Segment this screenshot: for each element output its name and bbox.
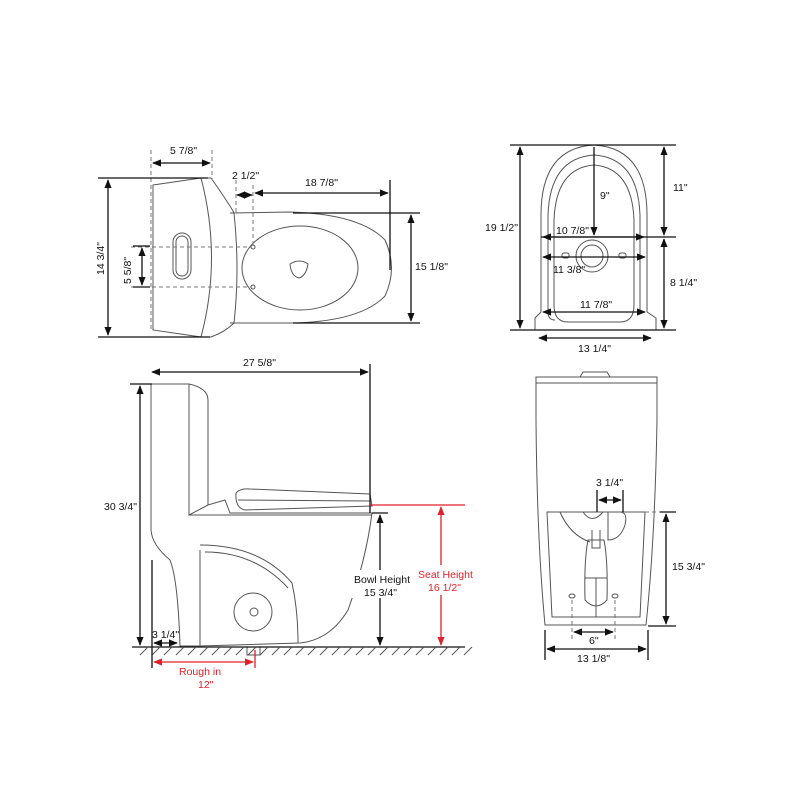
- label-rough-in-title: Rough in: [179, 666, 221, 678]
- hatch-mark: [355, 646, 365, 656]
- label-outlet-width: 3 1/4": [596, 477, 623, 489]
- hatch-mark: [463, 646, 473, 656]
- tank-outline: [152, 177, 238, 338]
- hatch-mark: [451, 646, 461, 656]
- floor-hatch: [139, 646, 473, 656]
- hatch-mark: [175, 646, 185, 656]
- label-tank-depth: 5 7/8": [170, 145, 197, 157]
- hatch-mark: [139, 646, 149, 656]
- bowl-top-view: 19 1/2" 9" 11" 8 1/4" 10 7/8" 11 3/8" 11…: [485, 144, 697, 355]
- label-rim-to-center: 9": [600, 190, 610, 202]
- hatch-mark: [295, 646, 305, 656]
- hatch-mark: [439, 646, 449, 656]
- label-bowl-height: 15 3/4": [364, 587, 397, 599]
- label-seat-height: 16 1/2": [428, 582, 461, 594]
- label-width-c: 11 7/8": [580, 299, 612, 311]
- hatch-mark: [151, 646, 161, 656]
- hatch-mark: [259, 646, 269, 656]
- label-rough-in: 12": [198, 679, 214, 691]
- hatch-mark: [283, 646, 293, 656]
- hatch-mark: [223, 646, 233, 656]
- label-base-height: 15 3/4": [672, 561, 705, 573]
- hatch-mark: [271, 646, 281, 656]
- label-seat-height-title: Seat Height: [418, 569, 473, 581]
- hatch-mark: [187, 646, 197, 656]
- hatch-mark: [319, 646, 329, 656]
- label-bowl-width: 15 1/8": [415, 261, 448, 273]
- flush-button-icon: [172, 232, 192, 280]
- hatch-mark: [211, 646, 221, 656]
- hatch-mark: [391, 646, 401, 656]
- front-outline: [535, 376, 658, 626]
- bowl-outline: [229, 211, 392, 324]
- label-overall-length: 27 5/8": [243, 357, 276, 369]
- label-wall-gap: 3 1/4": [152, 629, 179, 641]
- top-view: 5 7/8" 14 3/4" 5 5/8" 2 1/2" 18 7/8" 15 …: [95, 145, 448, 338]
- label-rear-section: 8 1/4": [670, 277, 697, 289]
- hatch-mark: [427, 646, 437, 656]
- hatch-mark: [331, 646, 341, 656]
- side-outline: [150, 383, 373, 647]
- hatch-mark: [343, 646, 353, 656]
- label-width-a: 10 7/8": [556, 225, 589, 237]
- label-overall-height-text: 30 3/4": [104, 501, 137, 513]
- front-view: 3 1/4" 15 3/4" 6" 13 1/8": [535, 371, 705, 665]
- label-overall-length: 19 1/2": [485, 222, 518, 234]
- hatch-mark: [199, 646, 209, 656]
- hatch-mark: [367, 646, 377, 656]
- hatch-mark: [163, 646, 173, 656]
- side-view: 27 5/8" 30 3/4" 3 1/4" Bowl Height 15 3/…: [104, 357, 473, 691]
- hatch-mark: [307, 646, 317, 656]
- label-bolt-spacing: 6": [589, 635, 599, 647]
- hatch-mark: [235, 646, 245, 656]
- label-bolt-to-front: 18 7/8": [305, 177, 338, 189]
- label-front-section: 11": [673, 182, 688, 194]
- hatch-mark: [379, 646, 389, 656]
- label-wall-to-bolt: 2 1/2": [232, 170, 259, 182]
- hatch-mark: [403, 646, 413, 656]
- hatch-mark: [247, 646, 257, 656]
- label-bolt-spacing: 5 5/8": [122, 257, 134, 284]
- hatch-mark: [415, 646, 425, 656]
- label-width-b: 11 3/8": [553, 264, 585, 276]
- label-bowl-height-title: Bowl Height: [354, 574, 410, 586]
- label-overall-width: 14 3/4": [95, 242, 107, 275]
- label-base-width: 13 1/8": [577, 653, 610, 665]
- label-base-width: 13 1/4": [578, 343, 611, 355]
